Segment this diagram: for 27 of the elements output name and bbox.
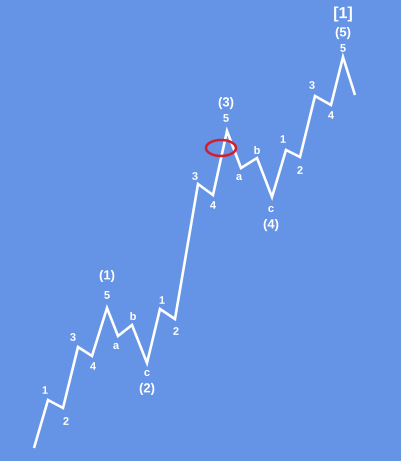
wave-label: 3 bbox=[309, 81, 315, 89]
wave-label: (3) bbox=[218, 96, 234, 110]
wave-label: (5) bbox=[336, 26, 350, 40]
wave-label: a bbox=[236, 174, 242, 180]
wave-label: 2 bbox=[297, 166, 303, 174]
wave-label: 3 bbox=[70, 333, 76, 341]
wave-label: [1] bbox=[334, 6, 352, 22]
wave-label: 3 bbox=[192, 172, 198, 180]
wave-label: 1 bbox=[42, 386, 48, 394]
wave-label: (2) bbox=[140, 382, 154, 396]
wave-label: 1 bbox=[160, 296, 165, 304]
wave-label: b bbox=[254, 146, 260, 154]
wave-label: 4 bbox=[210, 201, 216, 209]
wave-label: 2 bbox=[173, 327, 179, 335]
wave-label: (1) bbox=[100, 270, 114, 282]
wave-label: 5 bbox=[223, 114, 229, 122]
wave-label: 5 bbox=[104, 291, 110, 299]
wave-label: c bbox=[268, 206, 274, 212]
wave-label: c bbox=[144, 370, 150, 376]
wave-label: 4 bbox=[328, 111, 334, 119]
wave-label: a bbox=[113, 343, 120, 350]
wave-label: b bbox=[130, 312, 136, 320]
wave-label: 5 bbox=[340, 44, 346, 52]
wave-label: (4) bbox=[264, 218, 278, 232]
wave-label: 4 bbox=[90, 362, 96, 370]
wave-label: 1 bbox=[280, 135, 286, 143]
wave-label: 2 bbox=[63, 417, 69, 425]
